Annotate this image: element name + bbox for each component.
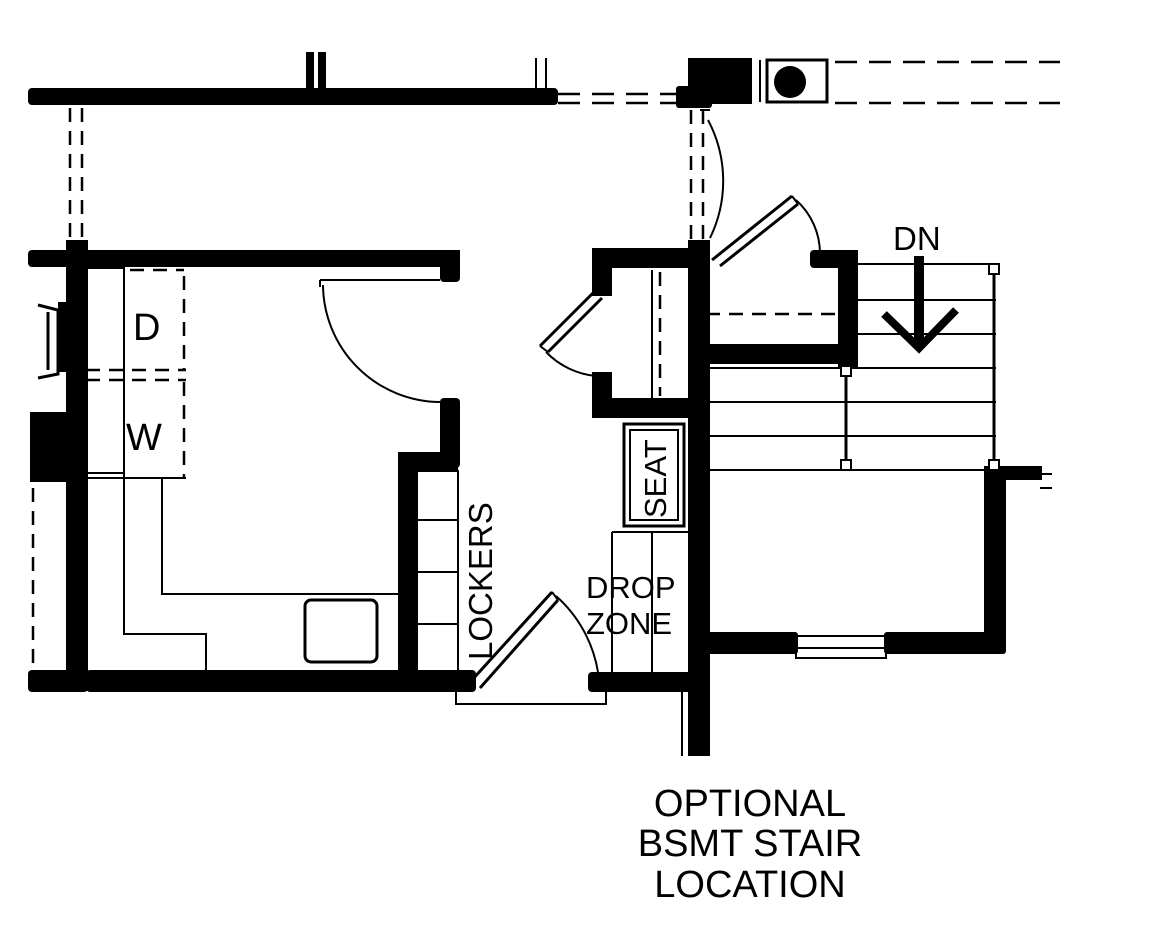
sink-icon [303, 598, 379, 664]
note-line-1: OPTIONAL [654, 783, 846, 825]
note-line-3: LOCATION [654, 864, 845, 906]
optional-stair-note: OPTIONAL BSMT STAIR LOCATION [638, 783, 863, 906]
left-exterior-wall [28, 240, 88, 692]
top-exterior-wall [28, 52, 752, 108]
washer-label: W [126, 417, 162, 459]
stair-landing-door [711, 194, 822, 268]
window [795, 635, 887, 659]
note-line-2: BSMT STAIR [638, 823, 863, 865]
down-arrow-icon [881, 256, 959, 354]
stair-treads [710, 263, 1000, 471]
closet-walls [592, 240, 710, 756]
washer-dryer-area: D W [85, 267, 186, 479]
dryer-label: D [133, 307, 160, 349]
stair-walls [706, 250, 1052, 654]
seat-label: SEAT [638, 439, 673, 518]
drop-zone-label-line1: DROP [586, 570, 676, 605]
lockers: LOCKERS [418, 469, 499, 672]
drop-zone-label-line2: ZONE [586, 606, 672, 641]
exterior-door-top [700, 109, 725, 239]
laundry-room-walls [86, 250, 476, 692]
closet-door [538, 288, 604, 377]
lockers-label: LOCKERS [462, 502, 499, 660]
stair-down-label: DN [893, 220, 941, 257]
optional-dashed-lines [31, 60, 1060, 670]
laundry-door [319, 279, 441, 403]
seat: SEAT [622, 422, 686, 528]
drop-zone: DROP ZONE [586, 531, 688, 672]
post-icon [759, 58, 829, 104]
laundry-counter [123, 478, 398, 670]
